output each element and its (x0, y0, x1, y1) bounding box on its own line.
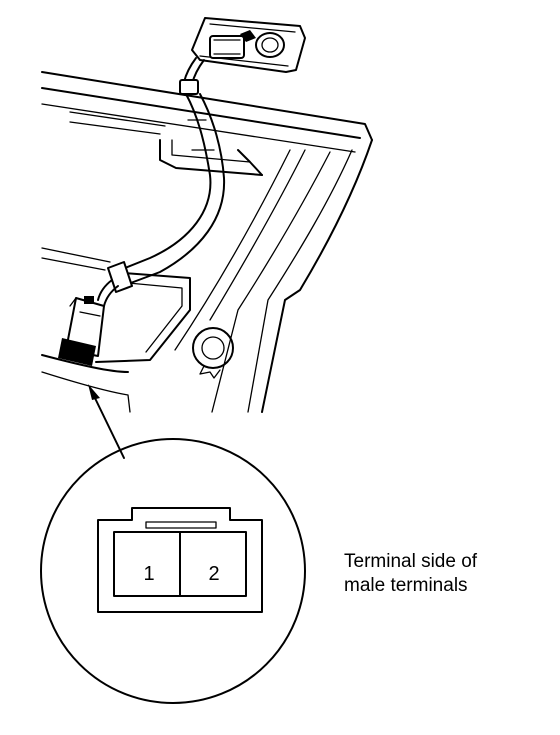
harness-connector (58, 296, 105, 366)
detail-circle (40, 438, 306, 704)
connector-face: 1 2 (97, 507, 263, 613)
grommet (192, 327, 234, 379)
wire-harness (97, 57, 226, 307)
body-panel (41, 71, 373, 413)
caption-text: Terminal side of male terminals (344, 551, 478, 596)
leader-arrow (88, 384, 125, 459)
lamp-housing (191, 17, 306, 73)
terminal-1-label: 1 (143, 563, 154, 585)
terminal-2-label: 2 (208, 563, 219, 585)
